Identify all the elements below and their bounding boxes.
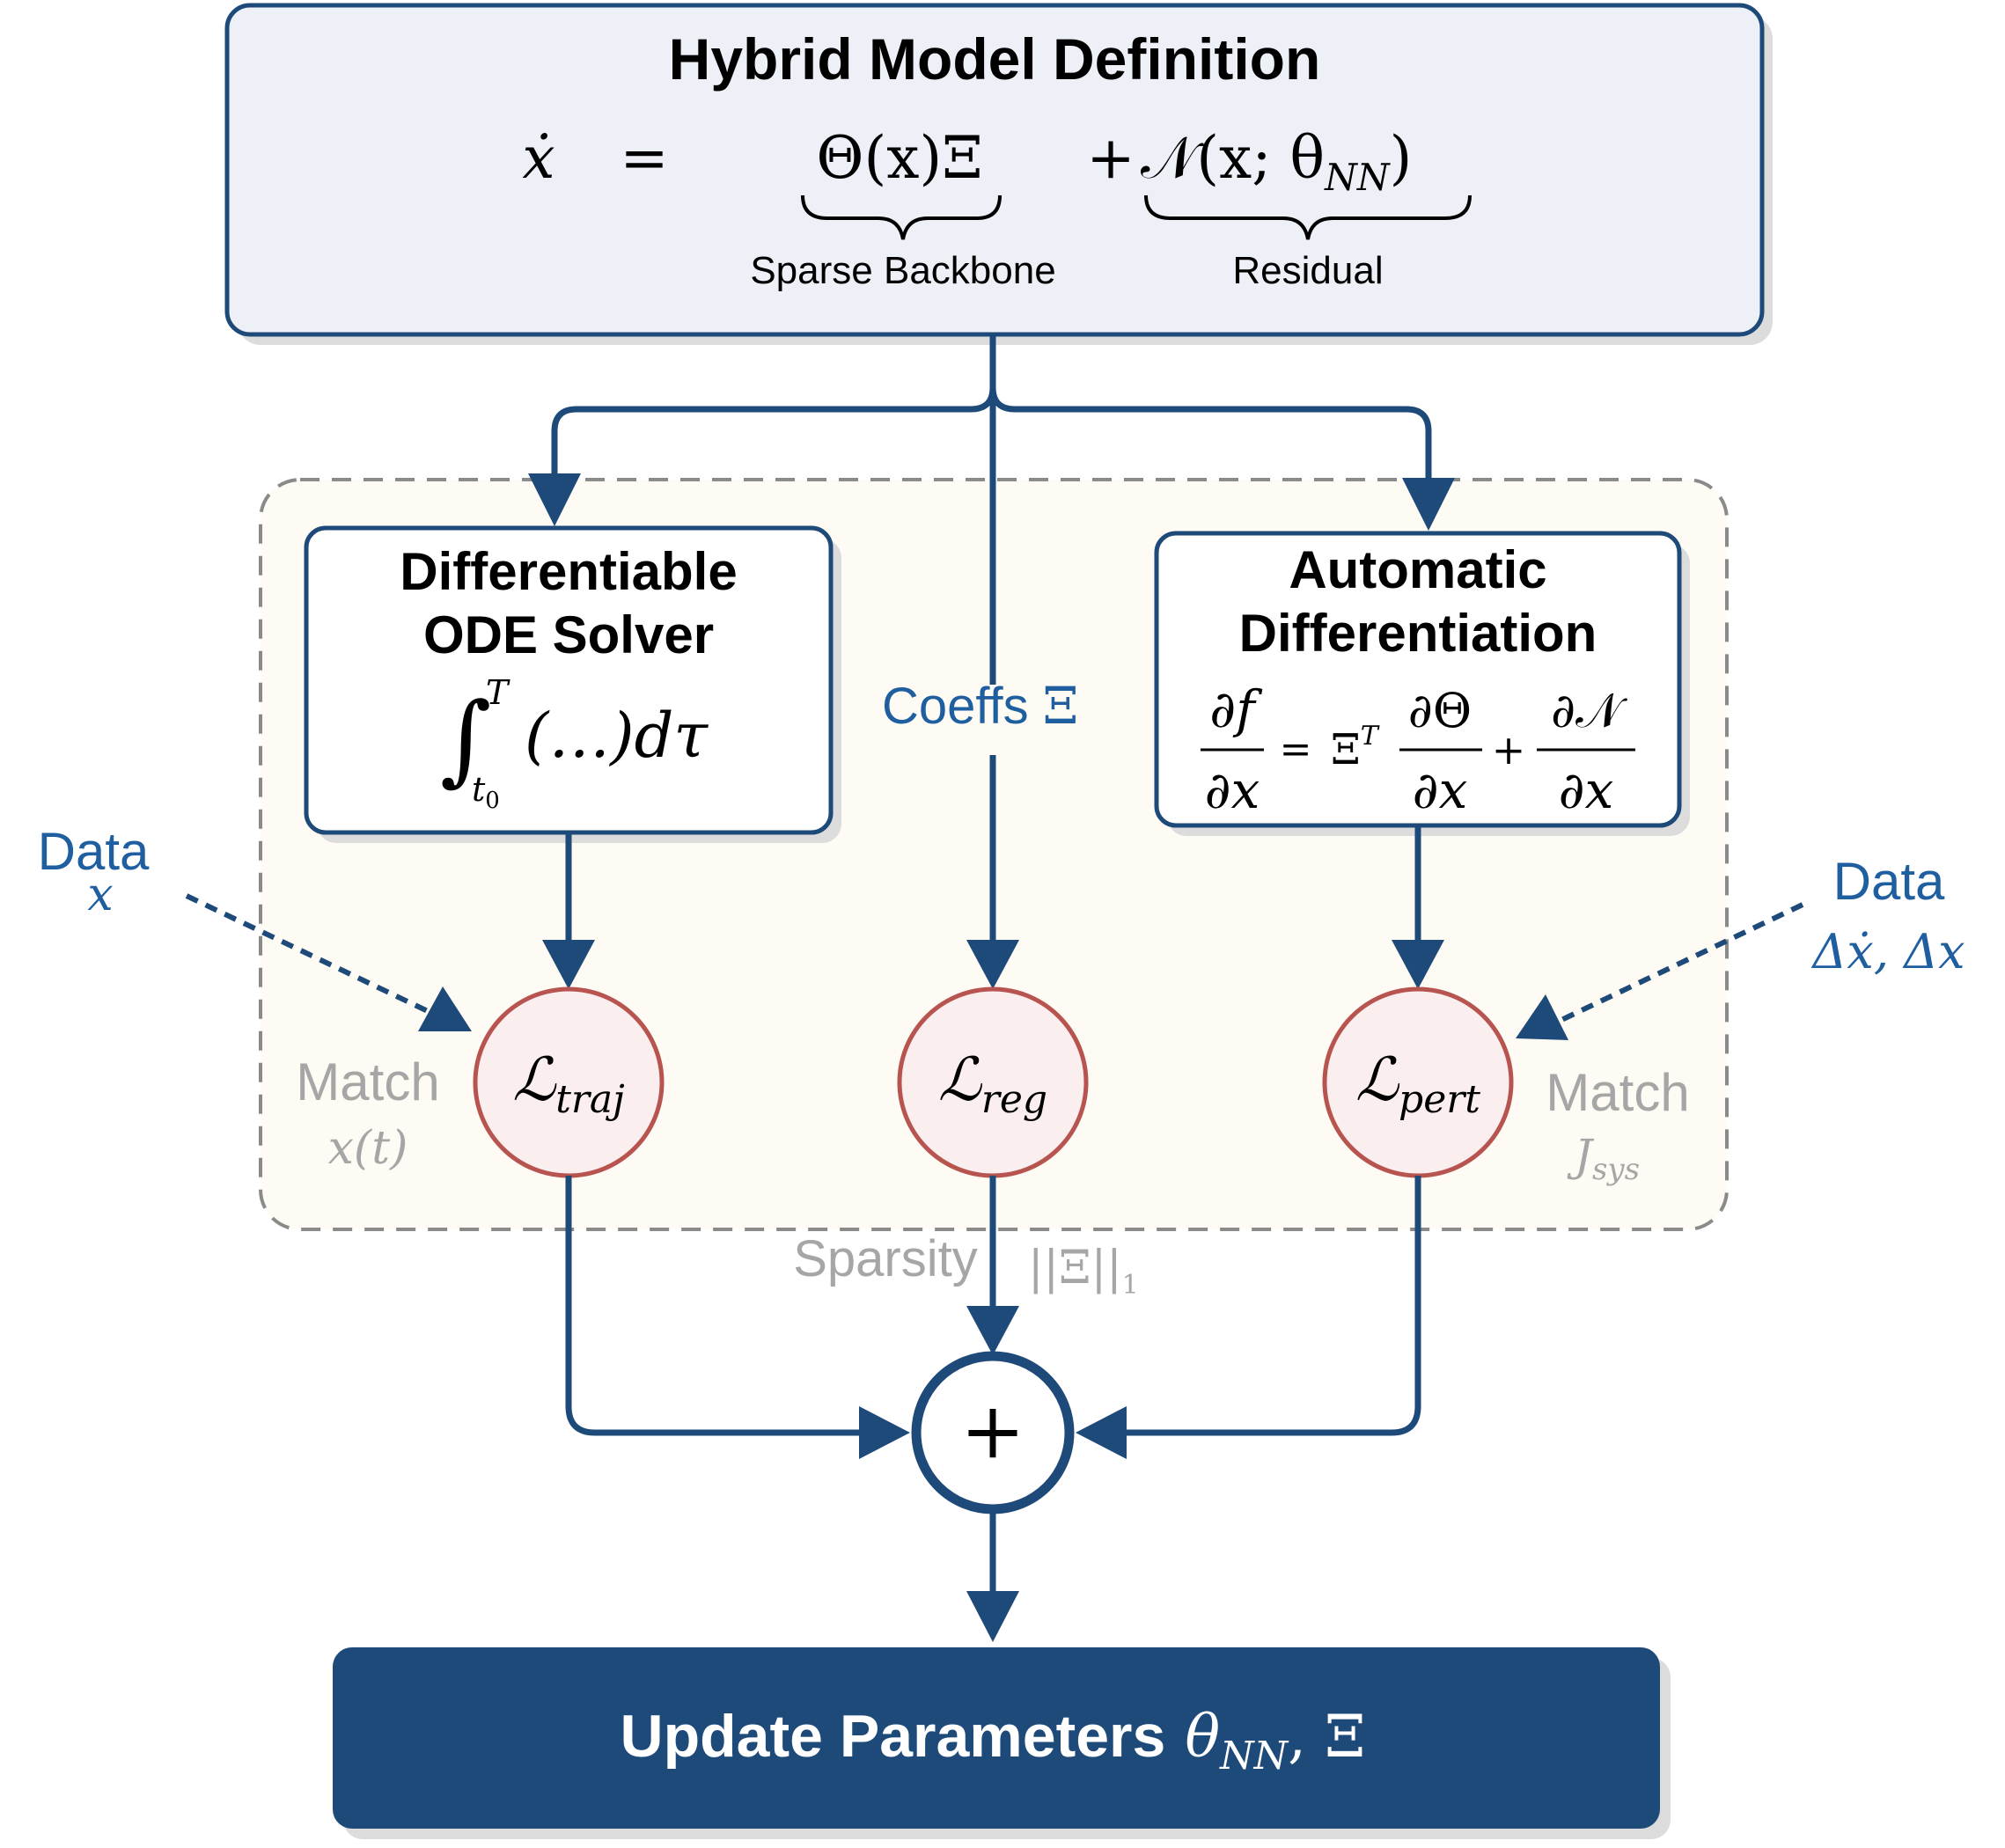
data-left-symbol: x [87,869,113,921]
update-tail: , Ξ [1288,1703,1365,1771]
loss-pert-sub: pert [1399,1077,1480,1122]
integral-sign: ∫ [440,682,491,796]
residual-term-sub: NN [1324,156,1391,199]
data-right-dashed-arrow [1558,902,1804,1023]
ad-equals: = [1280,727,1312,772]
match-right-sub: sys [1592,1152,1640,1187]
lower-limit-t: t [472,770,486,809]
equation-equals: = [620,124,668,192]
match-left-symbol: x(t) [328,1122,408,1175]
underbrace-residual [1144,194,1472,240]
autodiff-title-line1: Automatic [1289,540,1546,599]
update-theta: θ [1185,1703,1220,1771]
ad-plus: + [1492,726,1526,774]
data-left-title: Data [38,822,150,881]
loss-traj-label: ℒtraj [512,1045,625,1122]
residual-label: Residual [1232,249,1383,292]
ad-xi: ΞT [1331,721,1380,774]
frac2-denominator: ∂x [1413,760,1468,820]
autodiff-title-line2: Differentiation [1239,604,1597,663]
sum-node-symbol: + [960,1385,1025,1476]
loss-reg-label: ℒreg [938,1045,1047,1122]
residual-term-close: ) [1390,124,1413,192]
frac1-denominator: ∂x [1205,760,1260,820]
loss-traj-sub: traj [555,1077,625,1122]
sparse-backbone-label: Sparse Backbone [750,249,1055,292]
update-parameters-box [333,1647,1660,1829]
loss-reg-sub: reg [981,1077,1047,1122]
residual-term-main: 𝒩(x; θ [1141,124,1325,192]
bottom-connectors [565,1176,1421,1595]
connector-lpert-to-sum [1114,1176,1421,1436]
match-right-text: Match [1546,1063,1689,1122]
loss-pert-node: ℒpert [1322,986,1514,1178]
sparsity-symbol: ||Ξ||1 [1028,1242,1139,1301]
data-right-symbol: Δẋ, Δx [1810,924,1965,979]
frac1-numerator: ∂f [1209,679,1263,739]
lower-limit-sub: 0 [485,788,500,814]
equation-residual-term: 𝒩(x; θNN) [1141,124,1412,199]
integral-lower-limit: t0 [472,770,500,814]
frac2-numerator: ∂Θ [1408,683,1472,738]
ad-xi-sup: T [1361,721,1380,752]
loss-pert-label: ℒpert [1355,1045,1480,1122]
loss-reg-node: ℒreg [897,986,1089,1178]
data-left-dashed-arrow [185,893,431,1015]
sparsity-text: Sparsity [793,1230,978,1287]
sparsity-norm-sub: 1 [1122,1270,1139,1301]
match-left-text: Match [296,1052,439,1111]
equation-sparse-term: Θ(x)Ξ [816,124,982,192]
hybrid-model-title: Hybrid Model Definition [669,26,1321,92]
coeffs-symbol: Ξ [1043,676,1079,736]
integrand: (…)dτ [525,700,709,772]
update-parameters-text: Update Parameters [621,1703,1166,1770]
update-theta-sub: NN [1219,1734,1289,1778]
sum-node-circle [911,1351,1075,1514]
loss-pert-symbol: ℒ [1355,1045,1400,1115]
arrowhead-lpert-to-sum [1076,1406,1127,1459]
data-right-title: Data [1833,852,1945,911]
ad-xi-symbol: Ξ [1331,725,1361,774]
arrowhead-to-autodiff [1402,478,1455,531]
connector-to-ode-solver [551,334,996,484]
update-parameters-label: Update Parameters θNN, Ξ [621,1703,1366,1778]
arrowhead-lreg-to-sum [966,1306,1019,1355]
frac3-numerator: ∂𝒩 [1551,683,1627,738]
coeffs-text: Coeffs [882,678,1029,735]
loss-reg-symbol: ℒ [938,1045,983,1115]
loss-traj-symbol: ℒ [512,1045,557,1115]
arrowhead-to-lreg [966,940,1019,989]
arrowhead-sum-to-update [966,1591,1019,1642]
arrowhead-to-ltraj [542,940,595,989]
integral-upper-limit: T [486,673,510,712]
connector-ltraj-to-sum [565,1176,871,1436]
ode-solver-title-line2: ODE Solver [423,605,714,664]
loss-traj-node: ℒtraj [473,986,665,1178]
arrowhead-to-lpert [1392,940,1444,989]
equation-lhs: ẋ [522,124,554,192]
equation-plus: + [1086,124,1135,192]
underbrace-sparse-backbone [801,194,1002,240]
connector-to-autodiff [989,386,1432,488]
data-left-arrowhead [418,986,472,1031]
ode-solver-title-line1: Differentiable [400,542,737,601]
sparsity-norm: ||Ξ|| [1028,1242,1122,1294]
top-connectors [551,334,1432,947]
frac3-denominator: ∂x [1559,760,1614,820]
arrowhead-to-ode-solver [528,473,581,526]
arrowhead-ltraj-to-sum [859,1406,910,1459]
data-right-arrowhead [1516,994,1568,1040]
